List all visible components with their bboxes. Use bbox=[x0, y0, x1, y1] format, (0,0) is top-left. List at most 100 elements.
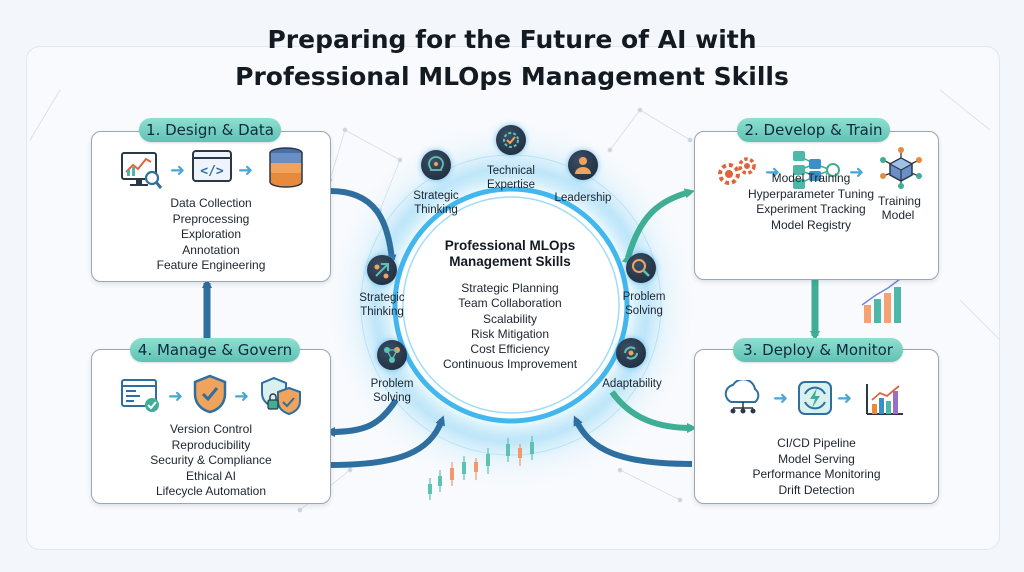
stage-4-item: Reproducibility bbox=[171, 437, 251, 452]
training-model-caption-line: Model bbox=[881, 208, 915, 222]
flow-arrow-icon: ➜ bbox=[773, 388, 789, 408]
stage-1-item: Exploration bbox=[180, 227, 242, 241]
stage-1-label: 1. Design & Data bbox=[139, 118, 281, 142]
checked-window-icon bbox=[121, 379, 159, 412]
leadership-label: Leadership bbox=[554, 192, 612, 204]
strategic-thinking-line: Strategic bbox=[413, 190, 459, 202]
stage-1-items: Data Collection Preprocessing Exploratio… bbox=[92, 196, 330, 274]
strategic-thinking-line: Strategic bbox=[359, 292, 405, 304]
strategic-thinking-icon bbox=[421, 150, 451, 180]
hub-skill-item: Strategic Planning bbox=[461, 281, 559, 295]
flow-arrow-icon: ➜ bbox=[238, 160, 254, 180]
arrow-hub-to-govern bbox=[325, 398, 399, 437]
code-window-icon: </> bbox=[192, 150, 232, 182]
problem-solving-right-icon bbox=[626, 253, 656, 283]
growth-chart-decoration bbox=[861, 275, 905, 323]
database-icon bbox=[269, 147, 303, 188]
technical-expertise-line: Technical bbox=[487, 165, 535, 177]
hub-title-line: Professional MLOps bbox=[444, 238, 576, 253]
stage-card-design-data: ➜ </> ➜ Data Collection Preprocessing Ex… bbox=[91, 131, 331, 282]
stage-3-label: 3. Deploy & Monitor bbox=[733, 338, 903, 362]
flow-arrow-icon: ➜ bbox=[765, 162, 781, 182]
cloud-network-icon bbox=[724, 380, 760, 414]
hub-inner-ring bbox=[402, 196, 620, 414]
stage-3-item: Drift Detection bbox=[778, 482, 855, 497]
problem-solving-left-icon bbox=[377, 340, 407, 370]
leadership-icon bbox=[568, 150, 598, 180]
arrow-design-to-hub bbox=[329, 188, 397, 265]
stage-card-deploy-monitor: ➜ ➜ CI/CD Pipeline Model Serving Perform… bbox=[694, 349, 939, 504]
analytics-monitor-icon bbox=[121, 152, 163, 189]
stage-4-item: Security & Compliance bbox=[150, 453, 272, 467]
hub-skill-item: Cost Efficiency bbox=[470, 342, 550, 357]
problem-solving-line: Problem bbox=[370, 378, 414, 390]
flow-arrow-icon: ➜ bbox=[234, 386, 250, 406]
hub-skill-item: Risk Mitigation bbox=[470, 326, 550, 341]
candlestick-decoration bbox=[428, 436, 534, 500]
stage-1-item: Feature Engineering bbox=[156, 258, 266, 272]
neural-network-icon bbox=[793, 151, 840, 189]
hub-skill-item: Scalability bbox=[482, 311, 538, 326]
strategic-thinking-line: Thinking bbox=[414, 204, 458, 216]
hub-skill-item: Team Collaboration bbox=[458, 296, 562, 311]
arrow-govern-to-hub bbox=[329, 415, 445, 468]
stage-4-items: Version Control Reproducibility Security… bbox=[92, 422, 330, 500]
stage-1-item: Annotation bbox=[182, 242, 240, 257]
stage-3-item: Model Serving bbox=[778, 451, 855, 466]
strategic-thinking-side-label: Strategic Thinking bbox=[347, 291, 417, 319]
stage-1-item: Data Collection bbox=[170, 196, 252, 210]
arrow-deploy-to-hub bbox=[573, 415, 693, 467]
cube-model-icon bbox=[880, 147, 922, 189]
stage-2-items: Model Training Hyperparameter Tuning Exp… bbox=[695, 171, 927, 233]
flow-arrow-icon: ➜ bbox=[849, 162, 865, 182]
training-model-caption: Training Model bbox=[878, 194, 921, 222]
stage-1-item: Preprocessing bbox=[172, 211, 250, 226]
stage-4-label: 4. Manage & Govern bbox=[130, 338, 300, 362]
flow-arrow-icon: ➜ bbox=[170, 160, 186, 180]
shield-check-icon bbox=[193, 374, 227, 414]
problem-solving-left-label: Problem Solving bbox=[357, 377, 427, 405]
arrow-hub-train-bidirectional bbox=[621, 188, 695, 265]
stage-2-label: 2. Develop & Train bbox=[737, 118, 890, 142]
hub-title: Professional MLOps Management Skills bbox=[430, 238, 590, 270]
svg-text:</>: </> bbox=[200, 164, 224, 179]
adaptability-icon bbox=[616, 338, 646, 368]
hub-skill-item: Continuous Improvement bbox=[442, 357, 578, 372]
sync-lightning-icon bbox=[798, 381, 832, 415]
stage-3-item: Performance Monitoring bbox=[752, 467, 881, 481]
flow-arrow-icon: ➜ bbox=[837, 388, 853, 408]
technical-expertise-label: Technical Expertise bbox=[476, 164, 546, 192]
stage-2-item: Experiment Tracking bbox=[756, 202, 866, 216]
locked-shields-icon bbox=[261, 376, 301, 416]
problem-solving-line: Problem bbox=[622, 291, 666, 303]
stage-4-item: Lifecycle Automation bbox=[155, 484, 267, 498]
problem-solving-line: Solving bbox=[625, 305, 663, 317]
strategic-thinking-side-icon bbox=[367, 255, 397, 285]
problem-solving-right-label: Problem Solving bbox=[609, 290, 679, 318]
technical-expertise-icon bbox=[496, 125, 526, 155]
stage-card-develop-train: ➜ ➜ Training Model Model Training Hyperp… bbox=[694, 131, 939, 280]
stage-2-item: Model Registry bbox=[770, 217, 852, 232]
stage-2-item: Model Training bbox=[771, 171, 851, 185]
stage-4-item: Ethical AI bbox=[185, 468, 237, 483]
adaptability-label: Adaptability bbox=[602, 378, 662, 390]
hub-title-line: Management Skills bbox=[449, 254, 571, 269]
arrow-hub-to-deploy bbox=[609, 390, 697, 433]
training-model-caption-line: Training bbox=[878, 194, 921, 208]
strategic-thinking-top-label: Strategic Thinking bbox=[401, 189, 471, 217]
hub-ring bbox=[392, 186, 630, 424]
technical-expertise-line: Expertise bbox=[487, 179, 535, 191]
stage-3-items: CI/CD Pipeline Model Serving Performance… bbox=[695, 436, 938, 498]
stage-card-manage-govern: ➜ ➜ Version Control Reproducibility Secu… bbox=[91, 349, 331, 504]
stage-4-item: Version Control bbox=[169, 422, 253, 436]
bar-chart-icon bbox=[866, 384, 903, 415]
stage-3-item: CI/CD Pipeline bbox=[777, 436, 856, 450]
page-title-line-1: Preparing for the Future of AI with bbox=[267, 25, 757, 54]
hub-skill-list: Strategic Planning Team Collaboration Sc… bbox=[430, 281, 590, 373]
problem-solving-line: Solving bbox=[373, 392, 411, 404]
flow-arrow-icon: ➜ bbox=[168, 386, 184, 406]
strategic-thinking-line: Thinking bbox=[360, 306, 404, 318]
gears-icon bbox=[718, 157, 756, 185]
page-title-line-2: Professional MLOps Management Skills bbox=[235, 62, 789, 91]
